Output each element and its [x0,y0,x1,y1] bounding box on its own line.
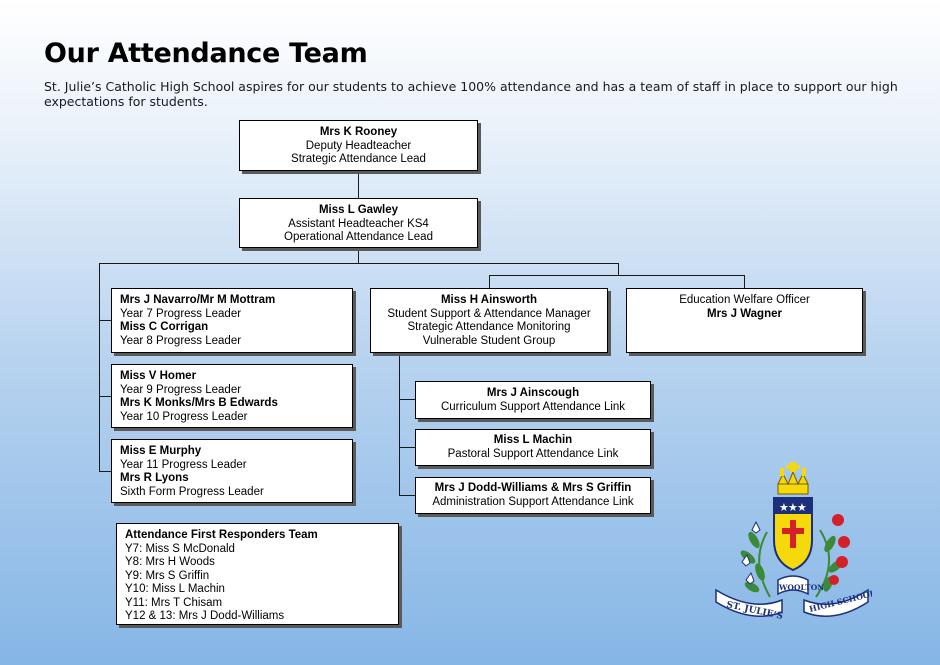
y8-leader-role: Year 8 Progress Leader [120,334,242,347]
connector-ainscough [399,399,415,400]
crest-crown [777,462,809,495]
crest-right-foliage [815,514,850,598]
first-responder-y12-13: Y12 & 13: Mrs J Dodd-Williams [125,610,285,622]
connector-ainsworth-trunk [399,353,400,496]
gawley-name: Miss L Gawley [318,204,399,216]
first-responder-y11: Y11: Mrs T Chisam [125,596,223,609]
machin-role: Pastoral Support Attendance Link [447,447,619,460]
rooney-role: Deputy Headteacher [305,139,412,152]
org-box-gawley: Miss L Gawley Assistant Headteacher KS4 … [239,198,478,248]
connector-ewo [744,275,745,288]
y11-leader-role: Year 11 Progress Leader [120,458,247,471]
svg-text:★: ★ [788,501,798,514]
first-responder-y8: Y8: Mrs H Woods [125,556,215,568]
school-crest-logo: ★ ★ ★ ST. JULIE’S WOOLTON HIGH SCHOOL [715,462,872,622]
svg-text:★: ★ [779,501,789,514]
connector-main-horizontal [99,263,619,264]
connector-ainsworth [489,275,490,288]
connector-machin [399,447,415,448]
org-box-admin-support: Mrs J Dodd-Williams & Mrs S Griffin Admi… [415,477,651,514]
y9-leader-name: Miss V Homer [120,370,197,382]
org-box-y7-y8: Mrs J Navarro/Mr M Mottram Year 7 Progre… [111,288,353,353]
page-title: Our Attendance Team [44,38,368,69]
connector-right-drop [618,263,619,275]
crest-banner: ST. JULIE’S WOOLTON HIGH SCHOOL [715,575,872,622]
rooney-role-secondary: Strategic Attendance Lead [291,153,426,165]
ainsworth-name: Miss H Ainsworth [440,294,538,306]
connector-left-trunk [99,263,100,472]
connector-gawley-down [358,248,359,263]
org-box-machin: Miss L Machin Pastoral Support Attendanc… [415,429,651,466]
rooney-name: Mrs K Rooney [319,126,398,138]
sixth-form-leader-role: Sixth Form Progress Leader [120,485,264,498]
admin-support-role: Administration Support Attendance Link [432,495,634,508]
connector-y9y10 [99,396,111,397]
org-box-y9-y10: Miss V Homer Year 9 Progress Leader Mrs … [111,364,353,428]
admin-support-names: Mrs J Dodd-Williams & Mrs S Griffin [434,482,632,494]
ainsworth-role-2: Strategic Attendance Monitoring [407,321,571,333]
connector-right-horizontal [489,275,745,276]
org-box-rooney: Mrs K Rooney Deputy Headteacher Strategi… [239,120,478,171]
first-responder-y10: Y10: Miss L Machin [125,583,225,595]
org-box-y11-sixth-form: Miss E Murphy Year 11 Progress Leader Mr… [111,439,353,503]
connector-y7y8 [99,320,111,321]
org-box-ainscough: Mrs J Ainscough Curriculum Support Atten… [415,381,651,419]
connector-y11sf [99,471,111,472]
svg-text:★: ★ [797,501,807,514]
ainscough-name: Mrs J Ainscough [486,387,580,399]
y9-leader-role: Year 9 Progress Leader [120,383,242,396]
first-responders-title: Attendance First Responders Team [125,529,318,541]
org-box-ainsworth: Miss H Ainsworth Student Support & Atten… [370,288,608,353]
ainscough-role: Curriculum Support Attendance Link [440,400,626,413]
y7-leader-name: Mrs J Navarro/Mr M Mottram [120,294,276,306]
y7-leader-role: Year 7 Progress Leader [120,307,242,320]
connector-rooney-gawley [358,171,359,198]
y10-leader-name: Mrs K Monks/Mrs B Edwards [120,397,278,409]
org-box-first-responders: Attendance First Responders Team Y7: Mis… [116,523,399,625]
connector-admin [399,495,415,496]
crest-shield: ★ ★ ★ [773,497,813,572]
intro-text: St. Julie’s Catholic High School aspires… [44,79,898,109]
gawley-role: Assistant Headteacher KS4 [288,217,429,230]
ewo-name: Mrs J Wagner [707,307,782,320]
org-box-education-welfare-officer: Education Welfare Officer Mrs J Wagner [626,288,863,353]
ainsworth-role: Student Support & Attendance Manager [387,307,591,320]
ainsworth-role-3: Vulnerable Student Group [422,334,556,347]
ewo-role: Education Welfare Officer [679,294,810,306]
sixth-form-leader-name: Mrs R Lyons [120,472,189,484]
gawley-role-secondary: Operational Attendance Lead [284,231,433,243]
first-responder-y7: Y7: Miss S McDonald [125,542,235,555]
first-responder-y9: Y9: Mrs S Griffin [125,569,210,582]
machin-name: Miss L Machin [493,434,573,446]
crest-banner-mid-text: WOOLTON [778,583,824,592]
y10-leader-role: Year 10 Progress Leader [120,410,248,423]
y8-leader-name: Miss C Corrigan [120,321,209,333]
y11-leader-name: Miss E Murphy [120,445,202,457]
crest-lily-flowers [741,520,761,585]
